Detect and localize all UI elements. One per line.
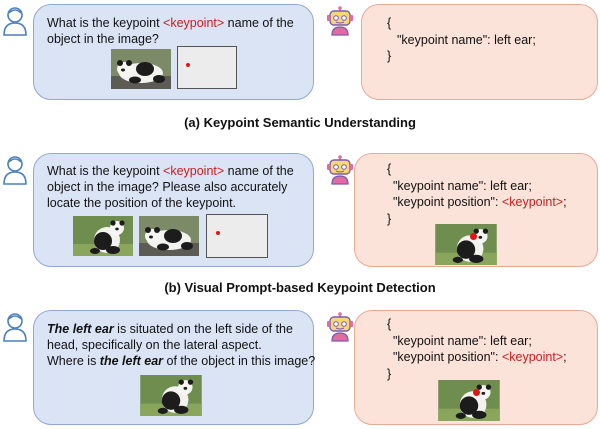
keypoint-token: <keypoint> xyxy=(163,16,225,30)
answer-bubble-a xyxy=(361,4,598,100)
person-icon xyxy=(2,312,28,342)
keypoint-marker xyxy=(186,63,190,67)
person-icon xyxy=(2,155,28,185)
question-text-a: What is the keypoint <keypoint> name of … xyxy=(47,16,294,46)
keypoint-marker xyxy=(216,231,220,235)
caption-a: (a) Keypoint Semantic Understanding xyxy=(184,115,416,130)
panda-image xyxy=(73,215,133,257)
keypoint-marker xyxy=(470,233,477,240)
panda-image-result xyxy=(435,224,497,265)
visual-prompt-box xyxy=(177,46,237,89)
keypoint-token: <keypoint> xyxy=(501,195,564,209)
robot-icon xyxy=(326,155,354,185)
question-text-b: What is the keypoint <keypoint> name of … xyxy=(47,164,294,210)
question-bubble-a xyxy=(33,4,314,100)
answer-text-b: { "keypoint name": left ear; "keypoint p… xyxy=(387,162,567,226)
answer-text-a: { "keypoint name": left ear; } xyxy=(387,16,536,63)
caption-b: (b) Visual Prompt-based Keypoint Detecti… xyxy=(164,280,436,295)
person-icon xyxy=(2,6,28,36)
panda-image-result xyxy=(438,380,500,421)
answer-text-c: { "keypoint name": left ear; "keypoint p… xyxy=(387,317,567,381)
panda-image xyxy=(111,49,171,89)
keypoint-token: <keypoint> xyxy=(501,350,564,364)
robot-icon xyxy=(326,6,354,36)
panda-image xyxy=(140,375,202,416)
visual-prompt-box xyxy=(206,214,268,258)
robot-icon xyxy=(326,312,354,342)
keypoint-marker xyxy=(473,389,480,396)
question-text-c: The left ear is situated on the left sid… xyxy=(47,322,316,368)
panda-image xyxy=(139,215,199,257)
keypoint-token: <keypoint> xyxy=(163,164,225,178)
